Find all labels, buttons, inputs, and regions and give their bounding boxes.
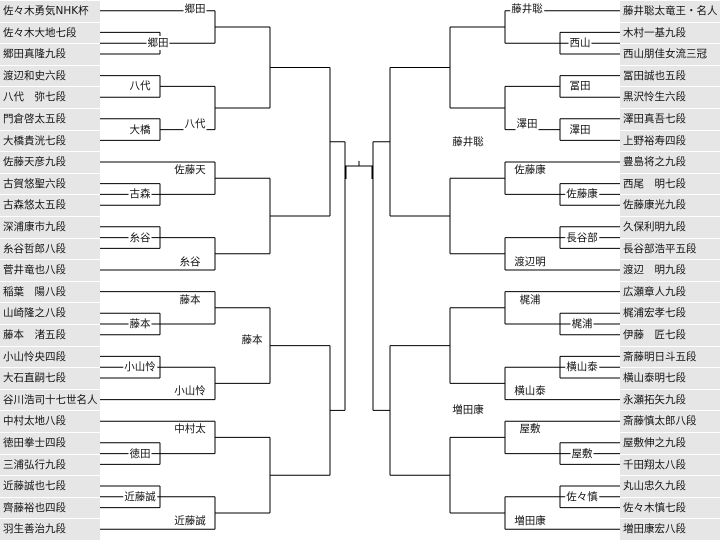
winner-label-right: 藤井聡 [510, 2, 544, 16]
player-entry-left: 山崎隆之八段 [0, 302, 100, 324]
player-entry-right: 横山泰明七段 [620, 367, 720, 389]
player-entry-left: 古森悠太五段 [0, 194, 100, 216]
player-entry-right: 増田康宏八段 [620, 518, 720, 540]
player-entry-right: 黒沢怜生六段 [620, 86, 720, 108]
player-entry-left: 稲葉 陽八段 [0, 280, 100, 303]
player-entry-left: 古賀悠聖六段 [0, 172, 100, 195]
winner-label-left: 大橋 [128, 122, 152, 137]
player-entry-right: 佐藤康光九段 [620, 194, 720, 216]
player-entry-left: 佐々木勇気NHK杯 [0, 0, 100, 22]
player-entry-right: 久保利明九段 [620, 216, 720, 238]
winner-label-right: 増田康 [451, 403, 485, 418]
player-entry-left: 三浦弘行九段 [0, 453, 100, 476]
winner-label-left: 郷田 [183, 2, 207, 16]
player-entry-left: 大石直嗣七段 [0, 367, 100, 389]
player-entry-left: 近藤誠也七段 [0, 475, 100, 497]
winner-label-right: 澤田 [568, 122, 592, 137]
player-entry-left: 佐々木大地七段 [0, 21, 100, 44]
player-entry-right: 上野裕寿四段 [620, 129, 720, 152]
player-entry-left: 谷川浩司十七世名人 [0, 388, 100, 411]
player-entry-right: 永瀬拓矢九段 [620, 388, 720, 411]
player-entry-left: 大橋貴洸七段 [0, 129, 100, 152]
winner-label-right: 横山泰 [513, 384, 547, 399]
winner-label-right: 佐藤康 [513, 163, 547, 178]
player-entry-right: 丸山忠久九段 [620, 475, 720, 497]
winner-label-left: 近藤誠 [173, 514, 207, 528]
player-entry-right: 西尾 明七段 [620, 172, 720, 195]
player-entry-left: 門倉啓太五段 [0, 108, 100, 130]
player-entry-left: 小山怜央四段 [0, 345, 100, 368]
winner-label-left: 藤本 [128, 317, 152, 331]
player-entry-right: 長谷部浩平五段 [620, 237, 720, 260]
winner-label-right: 冨田 [568, 79, 592, 94]
winner-label-right: 増田康 [513, 514, 547, 528]
winner-label-left: 中村太 [173, 422, 207, 437]
winner-label-left: 藤本 [178, 292, 202, 307]
winner-label-left: 八代 [128, 79, 152, 94]
player-entry-right: 梶浦宏孝七段 [620, 302, 720, 324]
player-entry-right: 藤井聡太竜王・名人 [620, 0, 720, 22]
player-entry-left: 渡辺和史六段 [0, 64, 100, 87]
winner-label-right: 屋敷 [518, 422, 542, 437]
winner-label-right: 西山 [568, 36, 592, 51]
player-entry-left: 佐藤天彦九段 [0, 151, 100, 173]
winner-label-left: 糸谷 [128, 230, 152, 245]
winner-label-right: 横山泰 [565, 360, 599, 375]
player-entry-right: 木村一基九段 [620, 21, 720, 44]
winner-label-left: 古森 [128, 187, 152, 202]
player-entry-left: 徳田拳士四段 [0, 432, 100, 454]
winner-label-left: 近藤誠 [123, 489, 157, 504]
winner-label-left: 藤本 [240, 333, 264, 347]
winner-label-right: 屋敷 [570, 446, 594, 461]
player-entry-right: 広瀬章人九段 [620, 280, 720, 303]
winner-label-left: 小山怜 [173, 384, 207, 399]
winner-label-left: 徳田 [128, 446, 152, 461]
player-entry-right: 千田翔太八段 [620, 453, 720, 476]
winner-label-right: 梶浦 [518, 292, 542, 307]
winner-label-right: 梶浦 [570, 317, 594, 331]
winner-label-right: 藤井聡 [451, 134, 485, 149]
player-entry-left: 深浦康市九段 [0, 216, 100, 238]
winner-label-left: 郷田 [146, 36, 170, 51]
player-entry-left: 八代 弥七段 [0, 86, 100, 108]
player-entry-left: 郷田真隆九段 [0, 43, 100, 65]
player-entry-left: 齊藤裕也四段 [0, 496, 100, 519]
winner-label-right: 澤田 [515, 117, 539, 131]
winner-label-right: 長谷部 [565, 230, 599, 245]
player-entry-right: 伊藤 匠七段 [620, 324, 720, 346]
player-entry-left: 糸谷哲郎八段 [0, 237, 100, 260]
player-entry-right: 西山朋佳女流三冠 [620, 43, 720, 65]
winner-label-left: 佐藤天 [173, 163, 207, 178]
player-entry-right: 冨田誠也五段 [620, 64, 720, 87]
winner-label-left: 八代 [183, 117, 207, 131]
winner-label-left: 糸谷 [178, 254, 202, 269]
winner-label-left: 小山怜 [123, 360, 157, 375]
player-entry-right: 澤田真吾七段 [620, 108, 720, 130]
player-entry-right: 豊島将之九段 [620, 151, 720, 173]
player-entry-right: 斎藤明日斗五段 [620, 345, 720, 368]
player-entry-left: 羽生善治九段 [0, 518, 100, 540]
winner-label-right: 渡辺明 [513, 254, 547, 269]
player-entry-right: 屋敷伸之九段 [620, 432, 720, 454]
player-entry-right: 斎藤慎太郎八段 [620, 410, 720, 432]
player-entry-left: 藤本 渚五段 [0, 324, 100, 346]
championship-final-box [345, 161, 373, 179]
winner-label-right: 佐藤康 [565, 187, 599, 202]
winner-label-right: 佐々慎 [565, 489, 599, 504]
player-entry-left: 中村太地八段 [0, 410, 100, 432]
player-entry-left: 菅井竜也八段 [0, 259, 100, 281]
player-entry-right: 佐々木慎七段 [620, 496, 720, 519]
player-entry-right: 渡辺 明九段 [620, 259, 720, 281]
